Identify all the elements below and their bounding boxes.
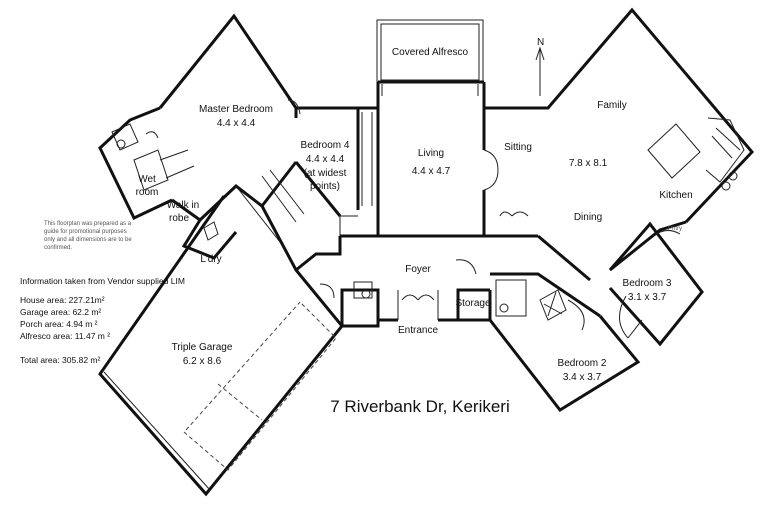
entrance-label: Entrance — [398, 325, 438, 336]
family-size: 7.8 x 8.1 — [569, 158, 608, 169]
bedroom4-note-line2: points) — [310, 181, 340, 192]
total-area: Total area: 305.82 m² — [20, 355, 100, 365]
house-area: House area: 227.21m² — [20, 295, 105, 305]
dining-label: Dining — [574, 212, 602, 223]
disclaimer-line: confirmed. — [44, 245, 72, 251]
garage-wing-walls — [98, 195, 344, 497]
master-wing-walls — [98, 13, 342, 243]
kitchen-label: Kitchen — [659, 190, 692, 201]
disclaimer-line: guide for promotional purposes — [44, 229, 127, 235]
bedroom2-label: Bedroom 2 — [558, 358, 607, 369]
garage-area: Garage area: 62.2 m² — [20, 307, 101, 317]
property-address: 7 Riverbank Dr, Kerikeri — [330, 397, 510, 416]
bedroom3-size: 3.1 x 3.7 — [628, 292, 667, 303]
area-info: Information taken from Vendor supplied L… — [20, 276, 185, 365]
wet-room-label-line2: room — [136, 187, 159, 198]
pantry-label: Pntry — [668, 226, 682, 232]
master-bedroom-label: Master Bedroom — [199, 104, 273, 115]
bedroom4-label: Bedroom 4 — [301, 140, 350, 151]
triple-garage-size: 6.2 x 8.6 — [183, 356, 222, 367]
disclaimer-line: This floorplan was prepared as a — [44, 221, 132, 227]
foyer-label: Foyer — [405, 264, 431, 275]
bedroom4-size: 4.4 x 4.4 — [306, 154, 345, 165]
living-label: Living — [418, 148, 444, 159]
wet-room-label-line1: Wet — [138, 174, 156, 185]
info-heading: Information taken from Vendor supplied L… — [20, 276, 185, 286]
laundry-label: L'dry — [200, 254, 221, 265]
bedroom2-size: 3.4 x 3.7 — [563, 372, 602, 383]
bedroom2-walls — [488, 272, 641, 412]
alfresco-area: Alfresco area: 11.47 m ² — [20, 331, 110, 341]
family-label: Family — [597, 100, 626, 111]
walk-in-robe-label-line1: Walk in — [167, 200, 199, 211]
storage-label: Storage — [455, 298, 490, 309]
living-size: 4.4 x 4.7 — [412, 166, 451, 177]
porch-area: Porch area: 4.94 m ² — [20, 319, 98, 329]
bedroom4-walls — [296, 106, 378, 238]
bedroom3-walls — [608, 221, 704, 347]
covered-alfresco-label: Covered Alfresco — [392, 47, 469, 58]
triple-garage-label: Triple Garage — [172, 342, 233, 353]
disclaimer-note: This floorplan was prepared as a guide f… — [44, 221, 132, 251]
compass-label: N — [537, 37, 544, 48]
sitting-label: Sitting — [504, 142, 532, 153]
family-wing-walls — [483, 7, 755, 282]
disclaimer-line: only and all dimensions are to be — [44, 237, 132, 243]
compass-north-arrow: N — [535, 37, 545, 96]
master-bedroom-size: 4.4 x 4.4 — [217, 118, 256, 129]
bedroom3-label: Bedroom 3 — [623, 278, 672, 289]
living-room-walls — [376, 80, 486, 238]
bedroom4-note-line1: (at widest — [304, 168, 347, 179]
walk-in-robe-label-line2: robe — [169, 213, 189, 224]
